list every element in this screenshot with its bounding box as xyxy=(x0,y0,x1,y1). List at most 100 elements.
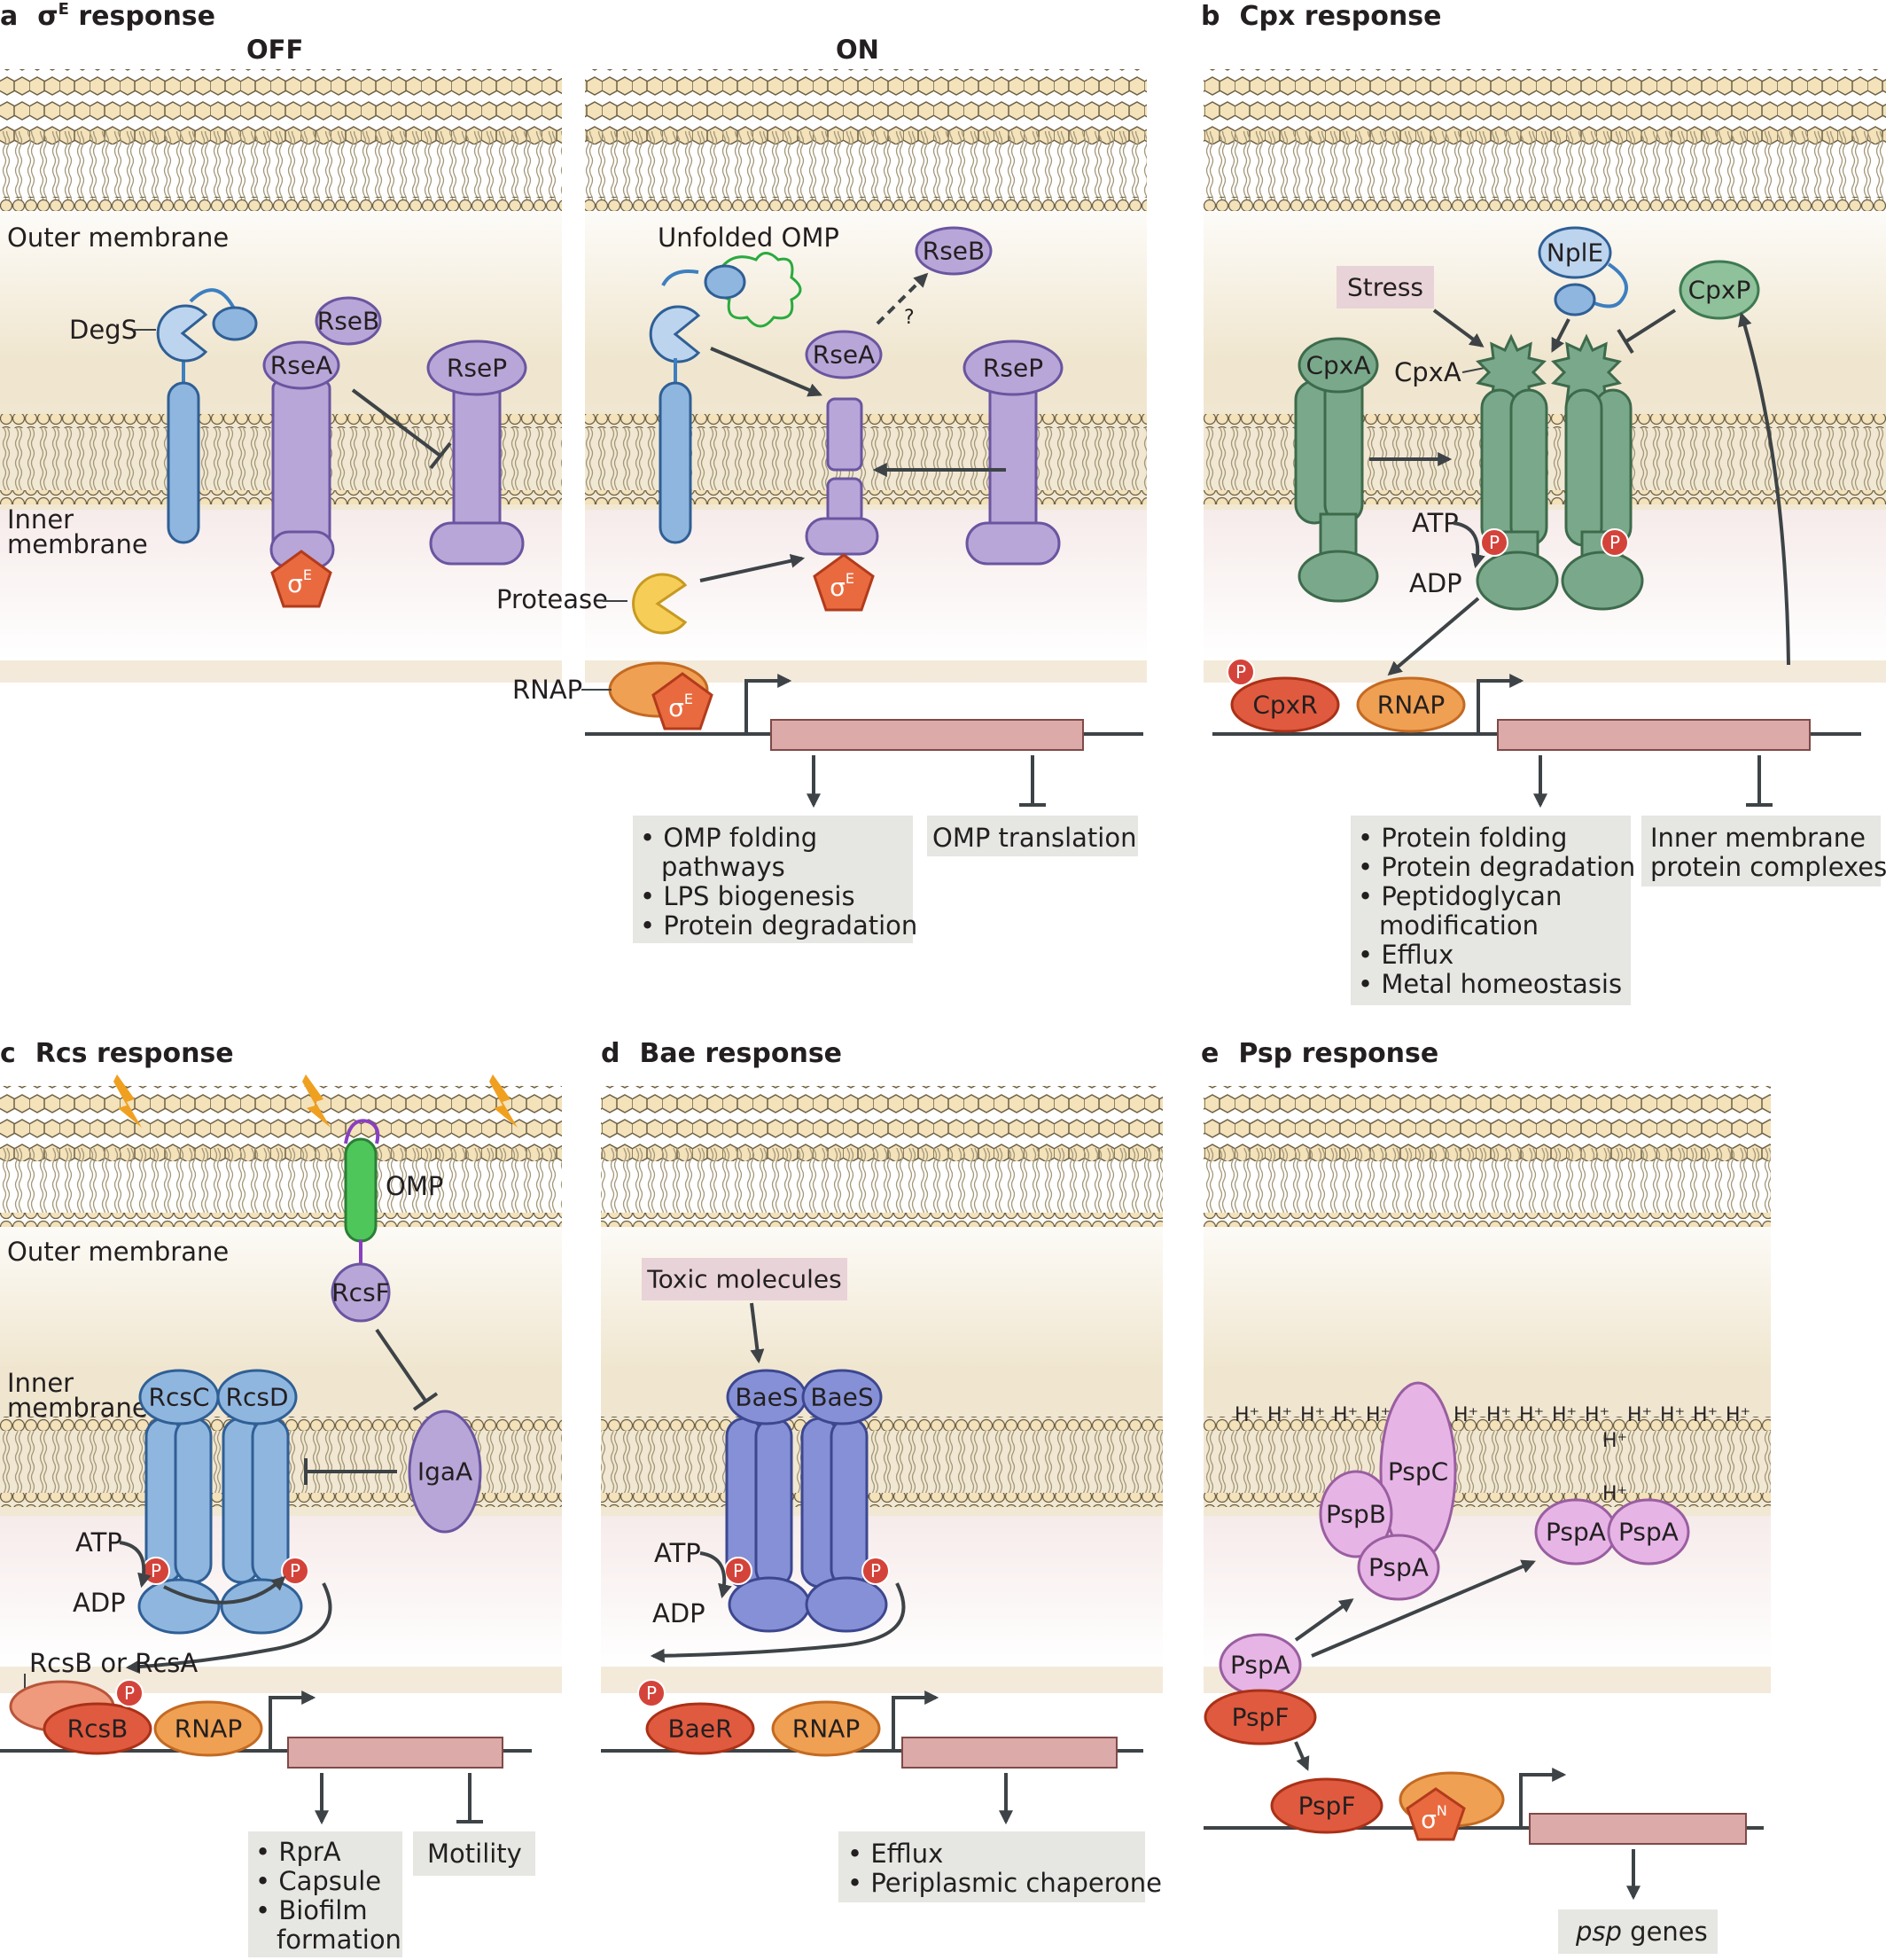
degs-label: DegS xyxy=(69,315,137,345)
baes-label-1: BaeS xyxy=(735,1383,798,1412)
phospho-p: P xyxy=(124,1683,135,1704)
svg-text:H⁺: H⁺ xyxy=(1552,1404,1577,1426)
cpxa-inactive: CpxA xyxy=(1294,337,1379,603)
rcs-phosphorelay: RcsC RcsD P P ATP ADP xyxy=(73,1369,332,1675)
toxic-box xyxy=(642,1258,847,1300)
resp-label: RseP xyxy=(447,354,507,383)
pspb-label: PspB xyxy=(1326,1500,1386,1529)
toxic-label: Toxic molecules xyxy=(646,1265,841,1294)
pspf-dna-label: PspF xyxy=(1298,1792,1356,1821)
rnap-b-label: RNAP xyxy=(1377,691,1445,720)
pspa-dimer-label-1: PspA xyxy=(1546,1518,1606,1547)
cpx-up-5: • Efflux xyxy=(1358,940,1453,970)
rsea-on-label: RseA xyxy=(813,340,875,370)
rsea-off: RseA RseB σE xyxy=(262,296,382,608)
phospho-p: P xyxy=(870,1560,881,1581)
svg-text:H⁺: H⁺ xyxy=(1693,1404,1718,1426)
outer-membrane-label: Outer membrane xyxy=(7,223,229,253)
psp-genes-box xyxy=(1558,1909,1718,1954)
bae-upregulated-box xyxy=(838,1831,1145,1902)
sigma-up-2: pathways xyxy=(661,852,785,882)
psp-genes-label: psp genes xyxy=(1575,1917,1708,1947)
cpxa-active-label: CpxA xyxy=(1394,357,1461,387)
atp-label: ATP xyxy=(1412,508,1459,538)
svg-text:H⁺: H⁺ xyxy=(1602,1483,1627,1505)
inner-membrane-label-c2: membrane xyxy=(7,1393,148,1423)
cpx-down-1: Inner membrane xyxy=(1650,823,1866,853)
phospho-p: P xyxy=(1609,532,1620,553)
cpxa-active: CpxA P P ATP ADP xyxy=(1394,333,1644,611)
rcs-upregulated-box xyxy=(248,1831,402,1957)
rcs-down: Motility xyxy=(427,1839,522,1869)
cpxp-label: CpxP xyxy=(1688,276,1751,305)
baer-label: BaeR xyxy=(667,1714,732,1744)
cpx-down-2: protein complexes xyxy=(1650,852,1886,882)
sigma-n-label: σN xyxy=(1421,1802,1447,1834)
phospho-p: P xyxy=(733,1560,744,1581)
sigma-e-label: σE xyxy=(287,566,312,598)
sigma-down: OMP translation xyxy=(932,823,1137,853)
atp-d-label: ATP xyxy=(654,1538,701,1568)
unfolded-omp-label: Unfolded OMP xyxy=(658,223,839,253)
rcsb-or-rcsa-label: RcsB or RcsA xyxy=(29,1648,198,1678)
cpx-up-1: • Protein folding xyxy=(1358,823,1567,853)
rcs-up-4: formation xyxy=(277,1925,401,1955)
svg-text:H⁺: H⁺ xyxy=(1660,1404,1685,1426)
resp-off: RseP xyxy=(351,340,527,566)
sigma-repressed-box xyxy=(927,816,1138,856)
pspf-bound-label: PspF xyxy=(1232,1703,1290,1732)
svg-text:H⁺: H⁺ xyxy=(1519,1404,1544,1426)
svg-text:H⁺: H⁺ xyxy=(1585,1404,1609,1426)
inner-membrane-label-2: membrane xyxy=(7,529,148,559)
svg-text:H⁺: H⁺ xyxy=(1726,1404,1750,1426)
sigma-up-1: • OMP folding xyxy=(640,823,817,853)
svg-text:H⁺: H⁺ xyxy=(1333,1404,1358,1426)
rseb-free-label: RseB xyxy=(923,237,985,266)
cpx-up-6: • Metal homeostasis xyxy=(1358,969,1622,999)
resp-on-label: RseP xyxy=(983,354,1043,383)
question-mark: ? xyxy=(904,307,915,329)
svg-text:H⁺: H⁺ xyxy=(1486,1404,1511,1426)
rnap-c-label: RNAP xyxy=(175,1714,242,1744)
phospho-p: P xyxy=(1235,661,1246,683)
rseb-label: RseB xyxy=(317,307,379,336)
cpx-up-4: modification xyxy=(1379,910,1539,941)
pspa-free-label: PspA xyxy=(1230,1651,1290,1680)
omp-label: OMP xyxy=(386,1171,443,1201)
cpxr-label: CpxR xyxy=(1252,691,1317,720)
rcsc-label: RcsC xyxy=(149,1383,210,1412)
off-label: OFF xyxy=(246,35,303,65)
bae-up-2: • Periplasmic chaperone xyxy=(847,1868,1162,1898)
rcs-repressed-box xyxy=(413,1831,535,1876)
adp-c-label: ADP xyxy=(73,1588,126,1618)
sigma-up-4: • Protein degradation xyxy=(640,910,917,941)
baes-dimer: BaeS BaeS P P ATP ADP xyxy=(650,1369,906,1663)
sigma-e-on-label: σE xyxy=(830,570,854,602)
stress-label: Stress xyxy=(1347,273,1423,302)
nple-label: NplE xyxy=(1547,238,1603,268)
svg-text:H⁺: H⁺ xyxy=(1453,1404,1478,1426)
rcs-up-1: • RprA xyxy=(255,1837,341,1867)
adp-label: ADP xyxy=(1409,568,1462,598)
stress-box xyxy=(1337,266,1434,308)
rnap-d-label: RNAP xyxy=(792,1714,860,1744)
on-label: ON xyxy=(836,35,879,65)
cpxa-inactive-label: CpxA xyxy=(1305,351,1370,380)
cpx-up-2: • Protein degradation xyxy=(1358,852,1635,882)
rcsb-label: RcsB xyxy=(67,1714,129,1744)
rcsd-label: RcsD xyxy=(226,1383,289,1412)
pspc-label: PspC xyxy=(1388,1457,1448,1487)
degs-off: DegS xyxy=(69,288,258,544)
igaa-label: IgaA xyxy=(417,1457,472,1487)
phospho-p: P xyxy=(290,1560,300,1581)
